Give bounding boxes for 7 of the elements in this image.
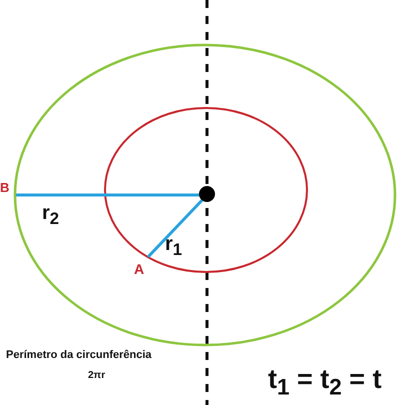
caption-text: Perímetro da circunferência xyxy=(6,350,152,361)
formula-text: 2πr xyxy=(88,371,106,381)
point-label: B xyxy=(0,181,10,194)
radius-label: r$_{2}$ xyxy=(42,203,60,228)
point-label: A xyxy=(134,262,144,276)
equation-text: t$_{1}$ = t$_{2}$ = t xyxy=(268,366,382,399)
radius-label: r$_{1}$ xyxy=(165,234,182,259)
